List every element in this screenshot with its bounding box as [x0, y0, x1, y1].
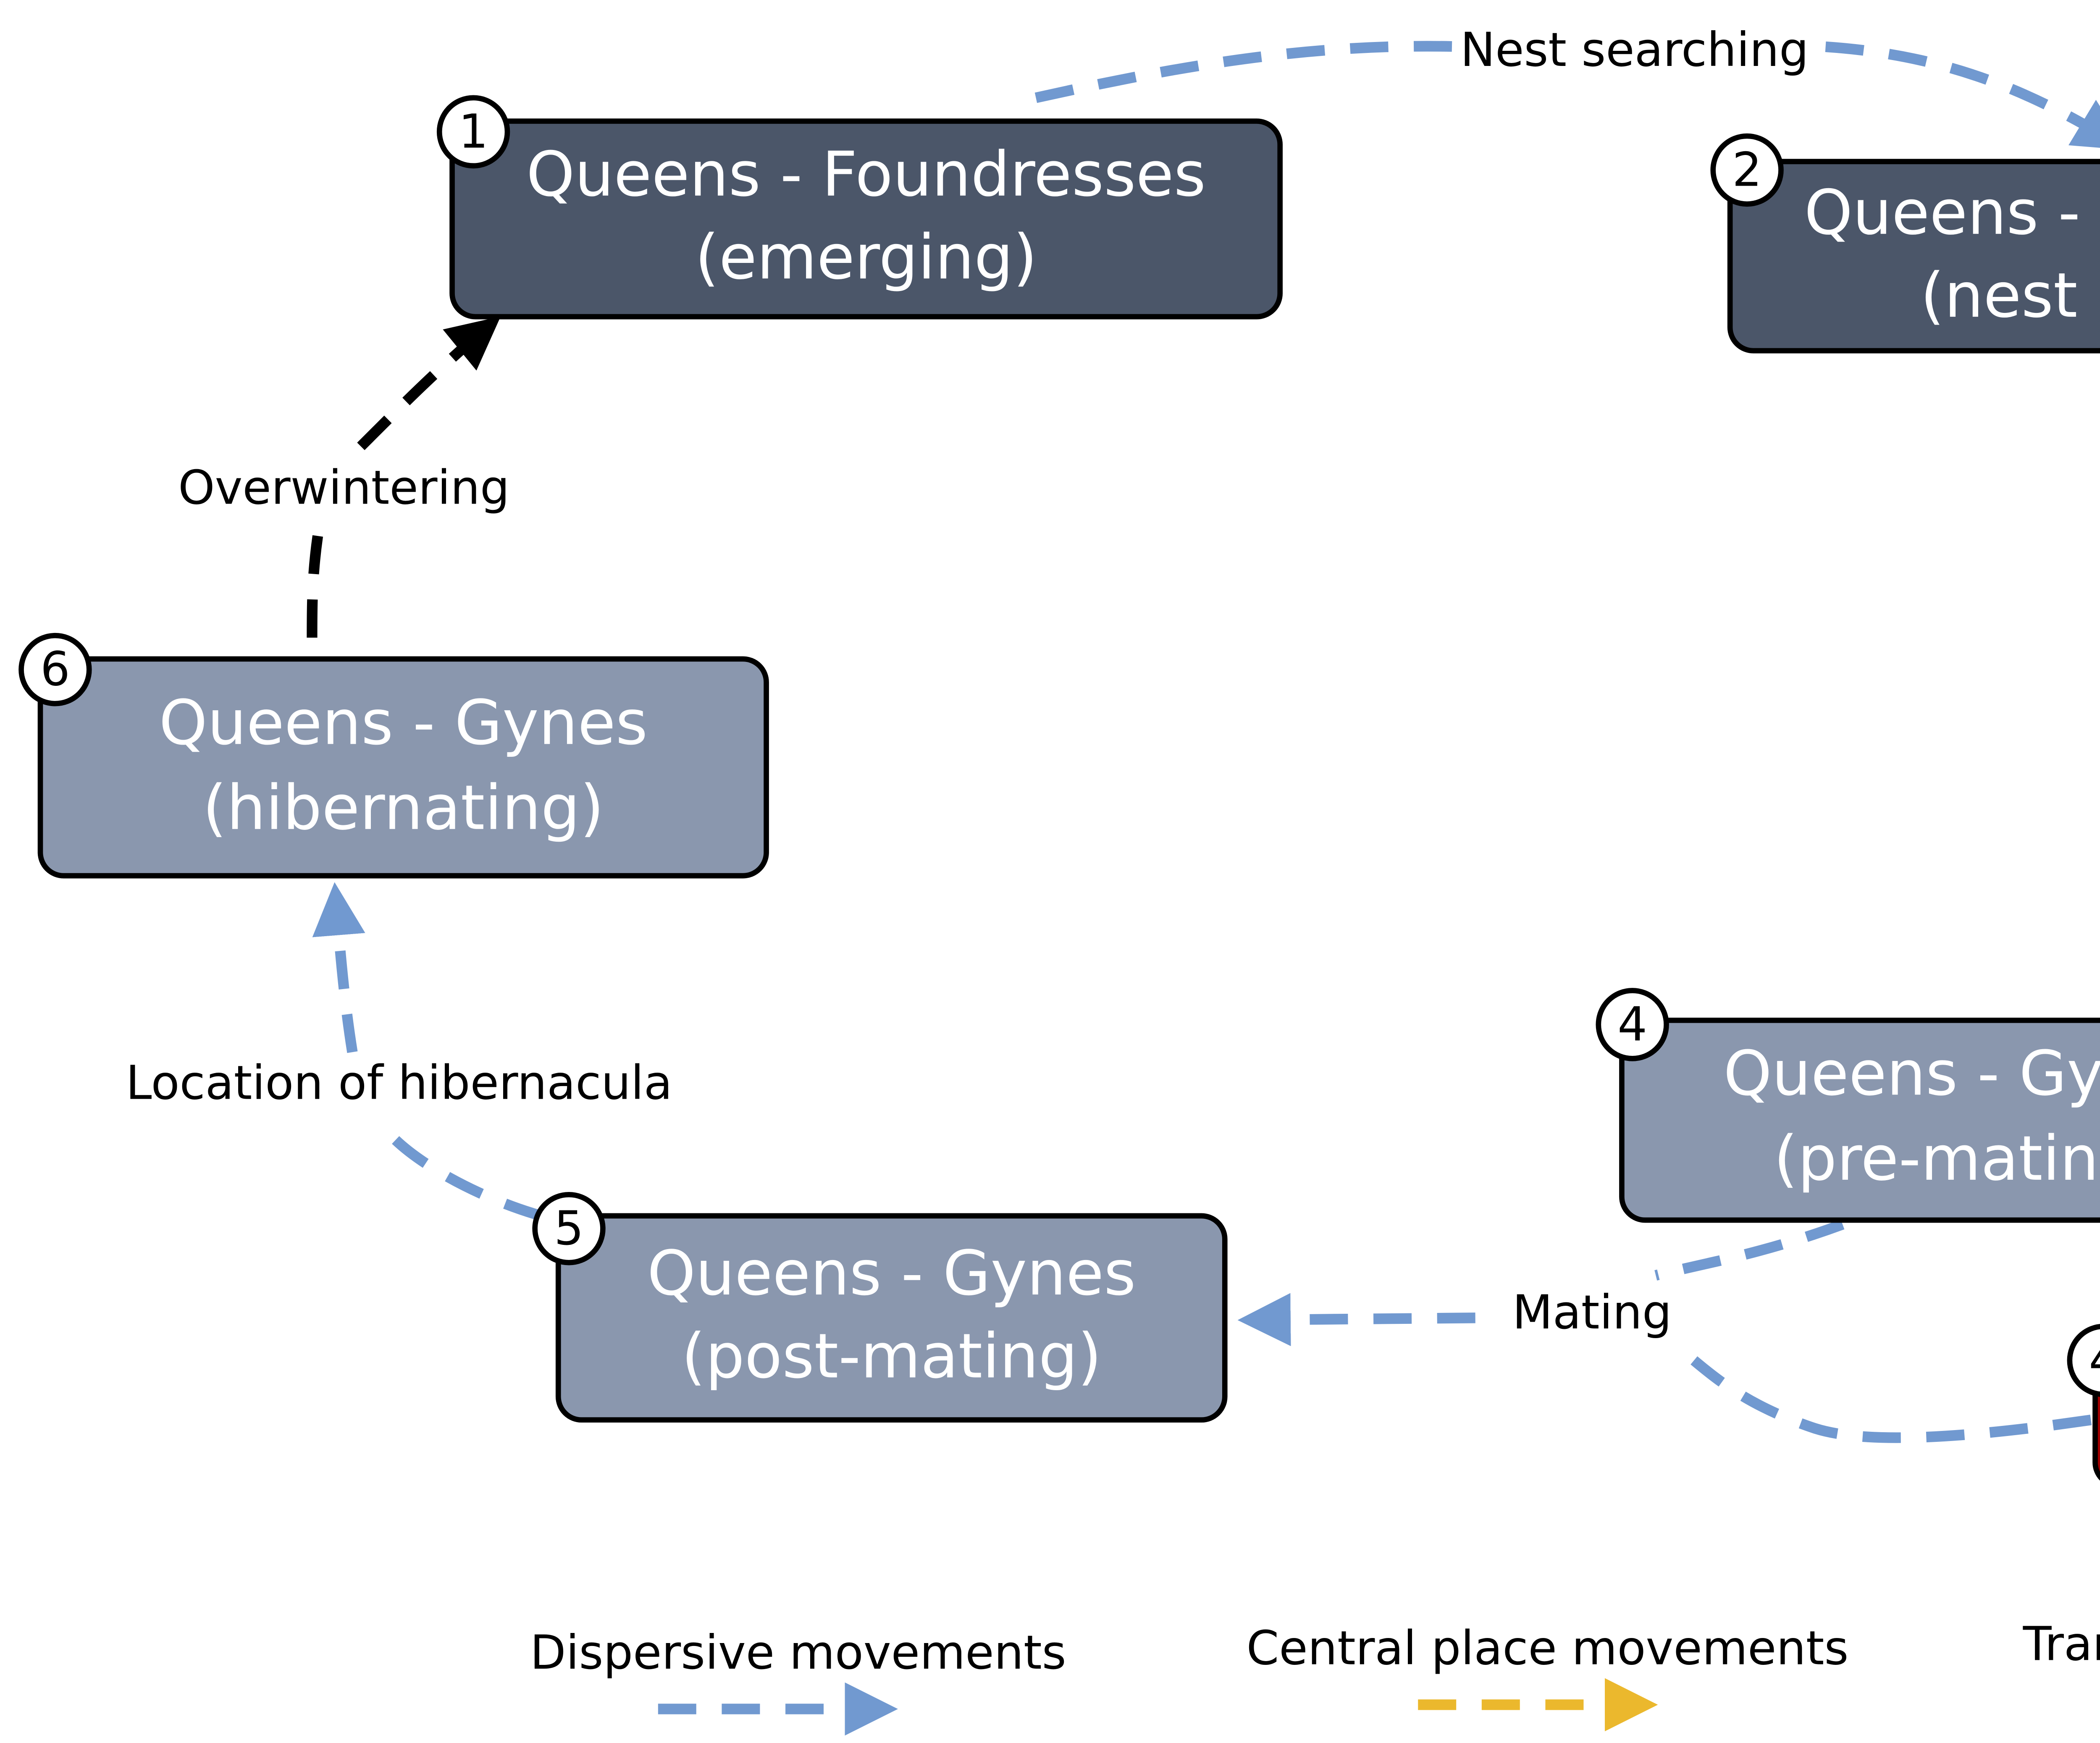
- step-badge: 2: [1732, 143, 1762, 197]
- node-subtitle: (nest building): [1920, 260, 2100, 331]
- legend-label: Central place movements: [1247, 1622, 1849, 1676]
- node-title: Queens - Foundresses: [526, 139, 1206, 210]
- legend-item-dispersive: Dispersive movements: [530, 1626, 1066, 1736]
- node-title: Queens - Gynes: [159, 687, 648, 759]
- node-males[interactable]: Males 4: [2067, 1324, 2100, 1486]
- step-badge: 6: [40, 643, 70, 697]
- legend-item-transition: Transition without movement: [2023, 1617, 2100, 1672]
- node-title: Queens - Foundresses: [1804, 177, 2100, 249]
- edge-overwintering: [307, 323, 493, 638]
- step-badge: 4: [1617, 998, 1647, 1052]
- legend: Dispersive movements Central place movem…: [530, 1617, 2100, 1736]
- label-mating: Mating: [1512, 1286, 1672, 1340]
- legend-item-central-place: Central place movements: [1247, 1622, 1849, 1732]
- badge-circle: [18, 633, 92, 706]
- node-queens-foundresses-emerging[interactable]: Queens - Foundresses (emerging) 1: [436, 95, 1283, 320]
- node-title: Queens - Gynes: [647, 1237, 1136, 1309]
- edges: [307, 41, 2100, 1443]
- step-badge: 1: [459, 105, 488, 159]
- edge-labels: Nest searching Foraging Production of wo…: [126, 23, 1809, 1340]
- badge-circle: [1596, 988, 1669, 1061]
- step-badge: 4: [2089, 1333, 2100, 1387]
- node-queens-gynes-pre-mating[interactable]: Queens - Gynes (pre-mating) 4: [1596, 988, 2100, 1223]
- edge-location-hibernacula: [336, 893, 543, 1221]
- edge-mating-males: [1690, 1356, 2092, 1443]
- edge-nest-searching: [1034, 41, 2100, 144]
- legend-label: Dispersive movements: [530, 1626, 1066, 1680]
- edge-mating-gynes: [1248, 1219, 1845, 1320]
- label-location-hibernacula: Location of hibernacula: [126, 1056, 672, 1110]
- legend-label: Transition without movement: [2023, 1617, 2100, 1672]
- label-overwintering: Overwintering: [178, 461, 509, 515]
- node-subtitle: (emerging): [695, 221, 1037, 293]
- node-title: Queens - Gynes: [1723, 1037, 2100, 1109]
- badge-circle: [2067, 1324, 2100, 1397]
- node-subtitle: (post-mating): [682, 1320, 1102, 1392]
- node-subtitle: (pre-mating): [1774, 1123, 2100, 1194]
- node-queens-gynes-hibernating[interactable]: Queens - Gynes (hibernating) 6: [18, 633, 769, 879]
- badge-circle: [436, 95, 510, 169]
- badge-circle: [1710, 133, 1784, 207]
- step-badge: 5: [554, 1202, 584, 1256]
- node-queens-foundresses-nest-building[interactable]: Queens - Foundresses (nest building) 2: [1710, 133, 2100, 354]
- node-subtitle: (hibernating): [202, 772, 604, 844]
- nodes: Queens - Foundresses (emerging) 1 Queens…: [18, 95, 2100, 1486]
- badge-circle: [532, 1192, 606, 1265]
- node-queens-gynes-post-mating[interactable]: Queens - Gynes (post-mating) 5: [532, 1192, 1228, 1423]
- label-nest-searching: Nest searching: [1460, 23, 1809, 77]
